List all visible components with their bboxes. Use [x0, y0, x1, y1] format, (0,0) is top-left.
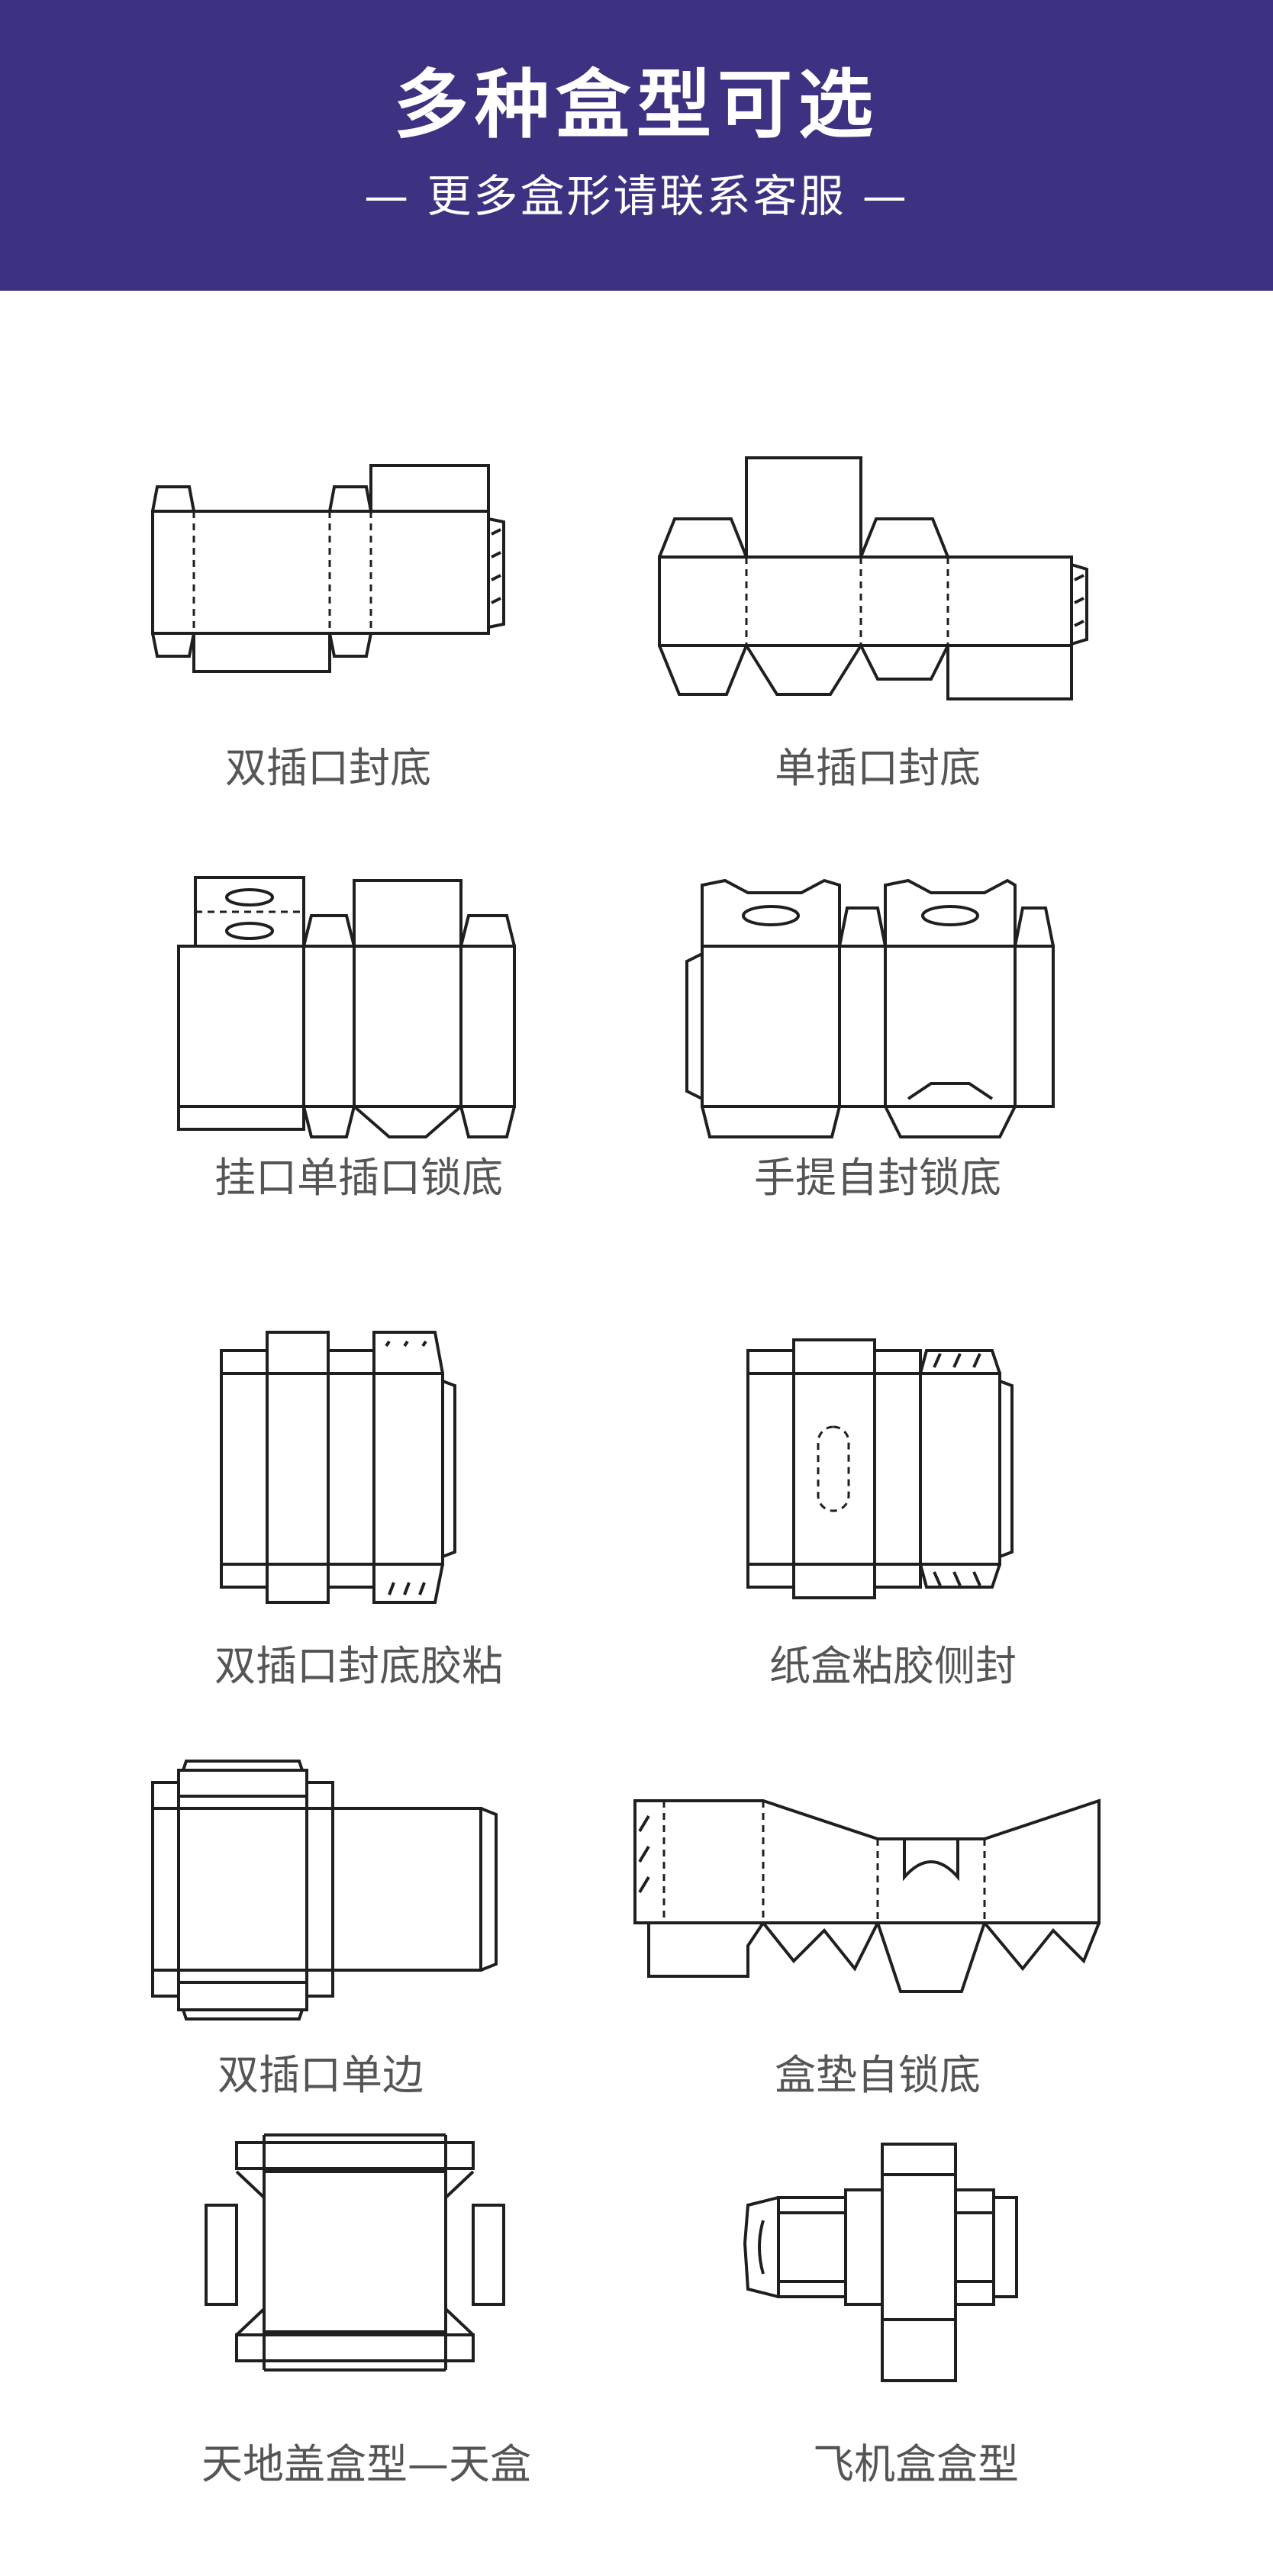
mailer-box-dieline-icon: [743, 2143, 1018, 2382]
handle-self-lock-bottom-dieline-icon: [685, 878, 1055, 1138]
page-subtitle: — 更多盒形请联系客服 —: [364, 170, 909, 222]
box-type-card: [198, 1320, 473, 1618]
box-type-label: 单插口封底: [775, 744, 981, 792]
box-type-label: 手提自封锁底: [754, 1154, 1001, 1202]
box-type-card: [733, 1328, 1023, 1610]
double-tuck-glued-dieline-icon: [220, 1331, 456, 1604]
box-type-label: 双插口单边: [218, 2051, 424, 2099]
side-glued-carton-dieline-icon: [746, 1338, 1014, 1599]
tray-self-lock-bottom-dieline-icon: [633, 1798, 1101, 1993]
hanger-tuck-lock-bottom-dieline-icon: [177, 876, 516, 1138]
lid-and-base-lid-dieline-icon: [205, 2133, 505, 2372]
box-type-label: 挂口单插口锁底: [214, 1154, 503, 1202]
box-type-label: 纸盒粘胶侧封: [769, 1642, 1017, 1690]
double-tuck-single-side-dieline-icon: [151, 1760, 498, 2021]
box-type-card: [168, 870, 534, 1145]
box-type-label: 盒垫自锁底: [775, 2051, 981, 2099]
box-type-label: 天地盖盒型—天盒: [201, 2440, 531, 2488]
double-tuck-end-dieline-icon: [151, 464, 505, 673]
box-type-label: 双插口封底胶粘: [214, 1642, 503, 1690]
box-type-card: [191, 2129, 519, 2396]
box-type-card: [626, 1778, 1114, 2007]
box-type-card: [122, 1755, 519, 2030]
box-type-card: [137, 435, 519, 710]
box-type-label: 双插口封底: [225, 744, 431, 792]
box-type-card: [649, 443, 1107, 717]
header-banner: 多种盒型可选 — 更多盒形请联系客服 —: [0, 0, 1273, 291]
page-title: 多种盒型可选: [393, 62, 879, 149]
box-type-card: [679, 870, 1076, 1145]
single-tuck-end-dieline-icon: [658, 456, 1088, 700]
box-type-label: 飞机盒盒型: [813, 2440, 1019, 2488]
box-type-card: [733, 2136, 1053, 2388]
